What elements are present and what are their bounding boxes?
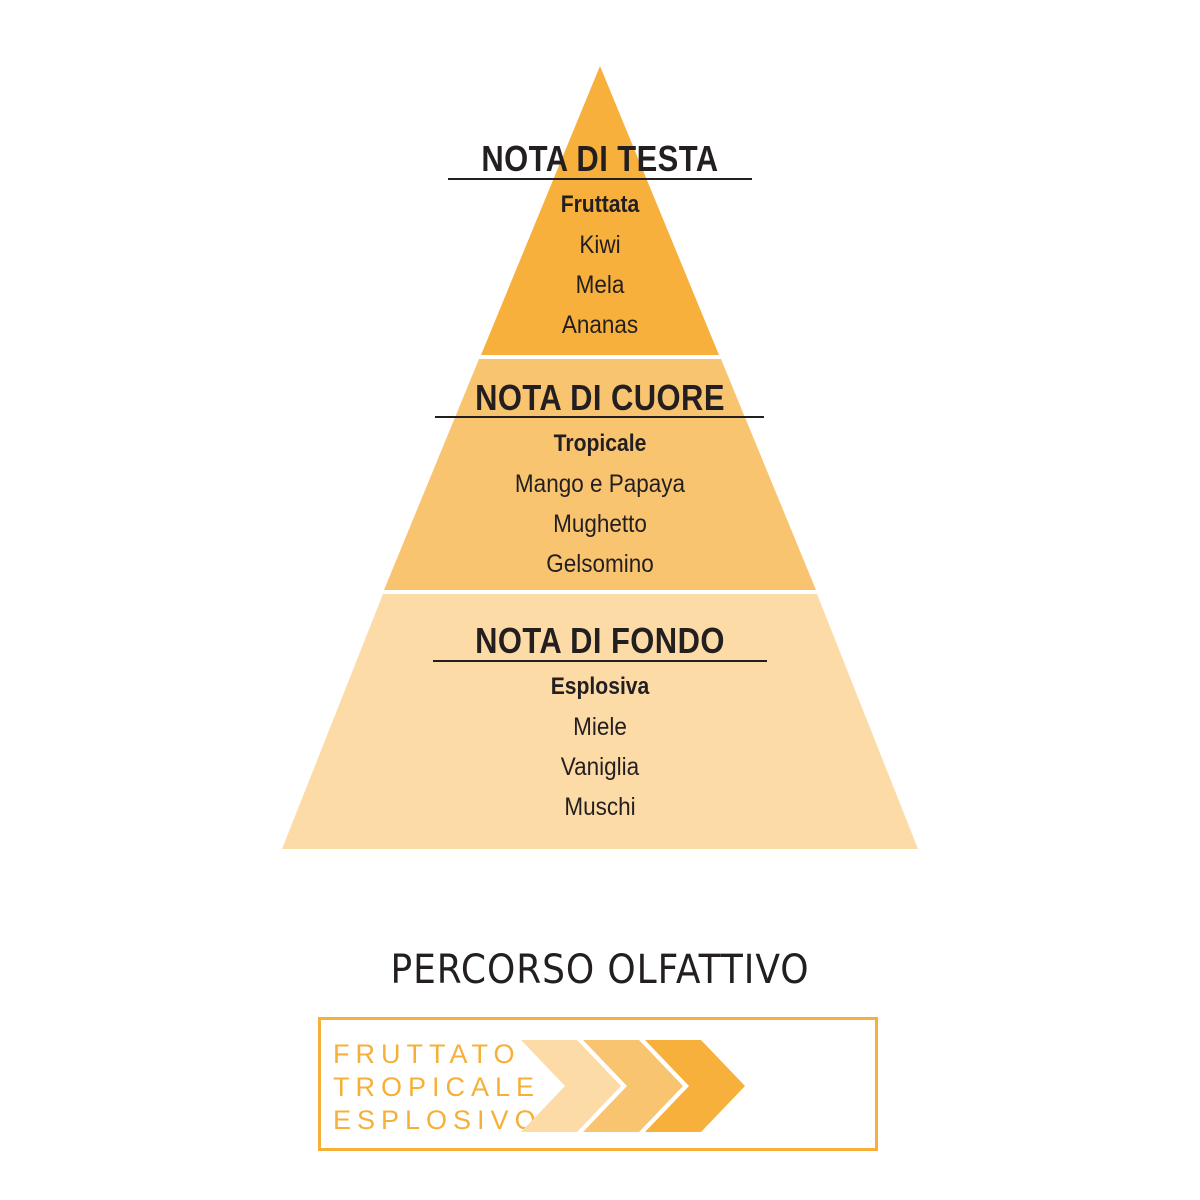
tier-title-underline (448, 178, 752, 180)
chevron-arrow-3-icon (645, 1040, 745, 1132)
tier-base-notes: NOTA DI FONDO Esplosiva Miele Vaniglia M… (0, 620, 1200, 827)
note-item: Gelsomino (546, 550, 654, 578)
tier-title: NOTA DI CUORE (475, 377, 725, 418)
olfactory-route-title: PERCORSO OLFATTIVO (390, 947, 810, 993)
chevron-arrow-1-icon (521, 1040, 621, 1132)
tier-items: Kiwi Mela Ananas (0, 225, 1200, 345)
tier-items: Mango e Papaya Mughetto Gelsomino (0, 464, 1200, 584)
tier-title-underline (435, 416, 764, 418)
tier-title: NOTA DI FONDO (475, 620, 725, 661)
note-item: Ananas (561, 311, 639, 339)
olfactory-route-box: FRUTTATO TROPICALE ESPLOSIVO (318, 1017, 878, 1151)
tier-items: Miele Vaniglia Muschi (0, 707, 1200, 827)
note-item: Mughetto (553, 510, 647, 538)
tier-category: Tropicale (553, 430, 647, 457)
route-labels: FRUTTATO TROPICALE ESPLOSIVO (333, 1038, 542, 1137)
note-item: Miele (573, 713, 627, 741)
note-item: Mela (575, 271, 625, 299)
chevron-arrow-2-icon (583, 1040, 683, 1132)
tier-title-underline (433, 660, 767, 662)
pyramid-tier-top-shape (481, 66, 719, 355)
tier-title: NOTA DI TESTA (481, 138, 719, 179)
tier-category: Esplosiva (550, 673, 650, 700)
tier-top-notes: NOTA DI TESTA Fruttata Kiwi Mela Ananas (0, 138, 1200, 345)
tier-heart-notes: NOTA DI CUORE Tropicale Mango e Papaya M… (0, 377, 1200, 584)
note-item: Mango e Papaya (514, 470, 686, 498)
pyramid-tier-bottom-shape (282, 594, 918, 849)
route-label-tropical: TROPICALE (333, 1072, 541, 1102)
route-arrows (521, 1040, 745, 1132)
tier-category: Fruttata (560, 191, 640, 218)
route-label-fruity: FRUTTATO (333, 1039, 521, 1069)
note-item: Muschi (564, 793, 636, 821)
note-item: Kiwi (579, 231, 621, 259)
route-label-explosive: ESPLOSIVO (333, 1105, 542, 1135)
note-item: Vaniglia (560, 753, 640, 781)
